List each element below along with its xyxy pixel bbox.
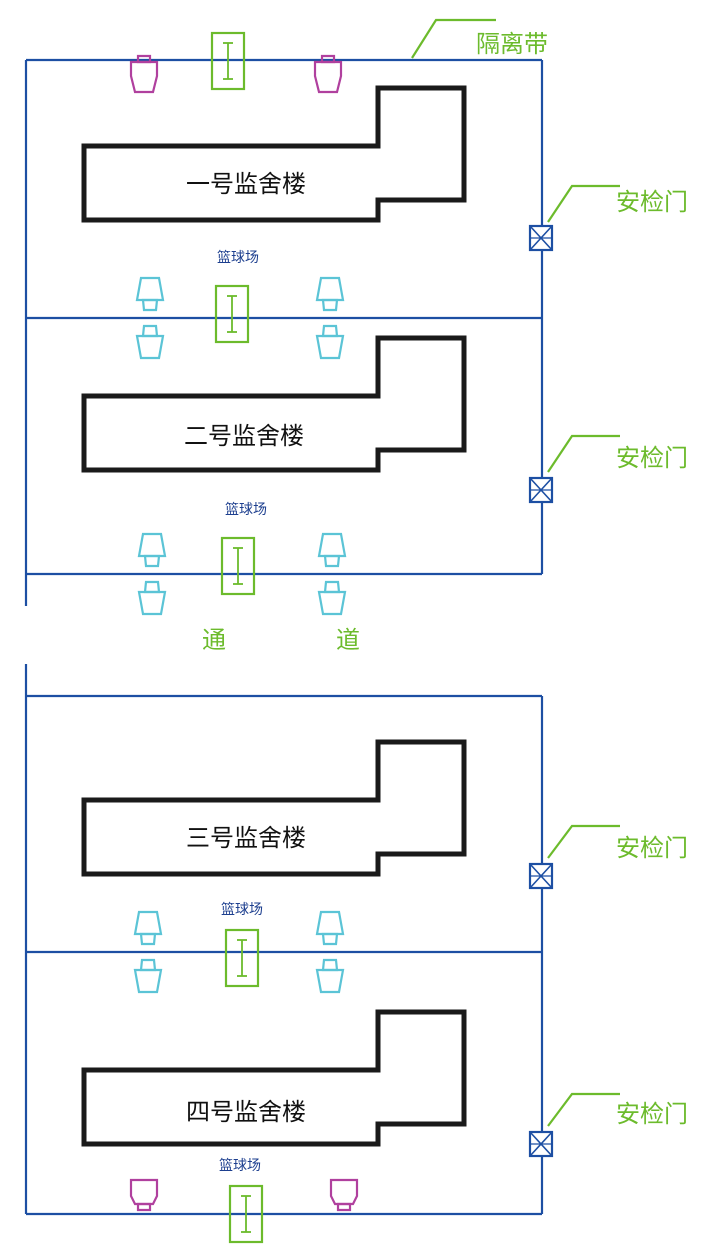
building-1-label: 一号监舍楼 xyxy=(186,170,306,198)
building-4-outline xyxy=(81,1009,467,1147)
camera-icon xyxy=(133,910,163,946)
security-gate-label-2: 安检门 xyxy=(616,444,688,472)
camera-icon xyxy=(315,276,345,312)
camera-icon xyxy=(137,580,167,616)
isolation-belt-label: 隔离带 xyxy=(476,30,548,58)
lower-compound: 三号监舍楼 四号监舍楼 篮球场 篮球场 安检门 安检门 xyxy=(24,664,688,1244)
camera-icon xyxy=(317,580,347,616)
camera-icon xyxy=(129,54,159,94)
camera-icon xyxy=(135,324,165,360)
upper-compound: 一号监舍楼 二号监舍楼 隔离带 篮球场 篮球场 通 道 安检门 xyxy=(24,18,688,654)
building-2-label: 二号监舍楼 xyxy=(184,422,304,450)
court-i-marker-icon xyxy=(224,928,260,988)
gate-cross-box-icon xyxy=(528,224,554,252)
court-label: 篮球场 xyxy=(221,902,263,918)
passage-label-right: 道 xyxy=(336,626,360,654)
gate-2-leader xyxy=(547,434,620,473)
camera-icon xyxy=(315,324,345,360)
gate-3-leader xyxy=(547,824,620,859)
court-label: 篮球场 xyxy=(217,250,259,266)
camera-icon xyxy=(135,276,165,312)
gate-1-leader xyxy=(547,184,620,223)
upper-fence xyxy=(24,58,544,606)
building-4-label: 四号监舍楼 xyxy=(186,1098,306,1126)
camera-icon xyxy=(315,910,345,946)
gate-4-leader xyxy=(547,1092,620,1127)
security-gate-label-1: 安检门 xyxy=(616,188,688,216)
security-gate-label-4: 安检门 xyxy=(616,1100,688,1128)
court-i-marker-icon xyxy=(214,284,250,344)
building-2-outline xyxy=(81,335,467,473)
building-3-label: 三号监舍楼 xyxy=(186,824,306,852)
court-label: 篮球场 xyxy=(219,1158,261,1174)
camera-icon xyxy=(129,1178,159,1212)
passage-label-left: 通 xyxy=(202,626,226,654)
court-i-marker-icon xyxy=(220,536,256,596)
security-gate-label-3: 安检门 xyxy=(616,834,688,862)
camera-icon xyxy=(315,958,345,994)
gate-cross-box-icon xyxy=(528,862,554,890)
court-label: 篮球场 xyxy=(225,502,267,518)
camera-icon xyxy=(329,1178,359,1212)
isolation-belt-leader xyxy=(411,18,496,59)
camera-icon xyxy=(317,532,347,568)
building-1-outline xyxy=(81,85,467,223)
building-3-outline xyxy=(81,739,467,877)
camera-icon xyxy=(137,532,167,568)
lower-fence xyxy=(24,664,544,1216)
camera-icon xyxy=(133,958,163,994)
gate-cross-box-icon xyxy=(528,1130,554,1158)
gate-cross-box-icon xyxy=(528,476,554,504)
camera-icon xyxy=(313,54,343,94)
